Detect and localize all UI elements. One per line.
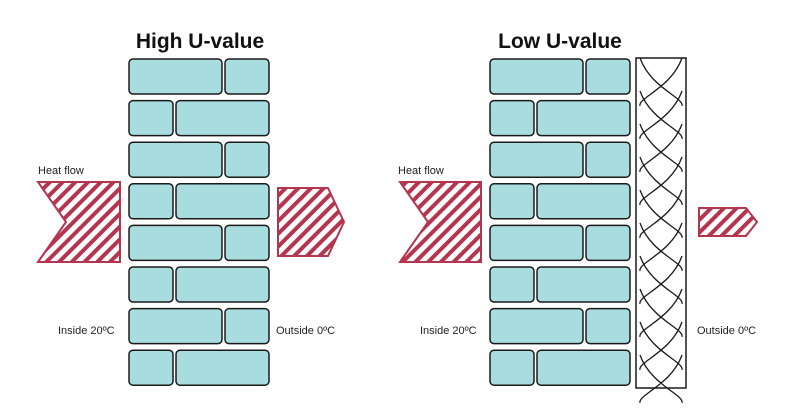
left-brick <box>175 99 270 137</box>
right-brick-wall <box>489 58 631 386</box>
left-brick <box>224 141 270 178</box>
insulation-pattern <box>639 57 683 404</box>
right-outside-temperature-label: Outside 0ºC <box>697 325 757 337</box>
right-brick <box>585 58 631 95</box>
right-brick <box>489 224 584 262</box>
right-outgoing-heat-arrow <box>698 207 759 237</box>
left-panel-title: High U-value <box>135 30 265 53</box>
right-brick <box>536 266 631 303</box>
left-brick <box>175 183 270 220</box>
right-brick <box>585 141 631 178</box>
left-brick <box>175 266 270 303</box>
left-heat-flow-label: Heat flow <box>38 165 84 177</box>
right-brick <box>489 99 535 137</box>
insulation-layer <box>635 57 687 404</box>
right-brick <box>489 307 584 345</box>
heat-flow-arrows <box>36 181 759 263</box>
right-heat-flow-label: Heat flow <box>398 165 444 177</box>
right-panel-title: Low U-value <box>498 30 622 53</box>
left-brick <box>128 183 174 220</box>
right-brick <box>536 99 631 137</box>
right-brick <box>489 349 535 386</box>
left-brick <box>128 349 174 386</box>
right-brick <box>489 58 584 95</box>
right-brick <box>489 141 584 178</box>
right-brick <box>489 266 535 303</box>
right-brick <box>489 183 535 220</box>
left-brick <box>175 349 270 386</box>
left-brick <box>128 266 174 303</box>
left-brick <box>128 99 174 137</box>
right-brick <box>536 349 631 386</box>
left-outgoing-heat-arrow <box>277 187 346 257</box>
left-brick <box>224 307 270 345</box>
left-brick <box>128 224 223 262</box>
right-inside-temperature-label: Inside 20ºC <box>420 325 477 337</box>
right-brick <box>585 307 631 345</box>
left-brick <box>128 307 223 345</box>
left-brick-wall <box>128 58 270 386</box>
left-inside-temperature-label: Inside 20ºC <box>58 325 115 337</box>
left-brick <box>224 58 270 95</box>
left-brick <box>128 58 223 95</box>
left-brick <box>224 224 270 262</box>
right-brick <box>585 224 631 262</box>
insulation-border <box>635 57 687 389</box>
right-incoming-heat-arrow <box>398 181 482 263</box>
left-incoming-heat-arrow <box>36 181 121 263</box>
left-brick <box>128 141 223 178</box>
left-outside-temperature-label: Outside 0ºC <box>276 325 336 337</box>
right-brick <box>536 183 631 220</box>
